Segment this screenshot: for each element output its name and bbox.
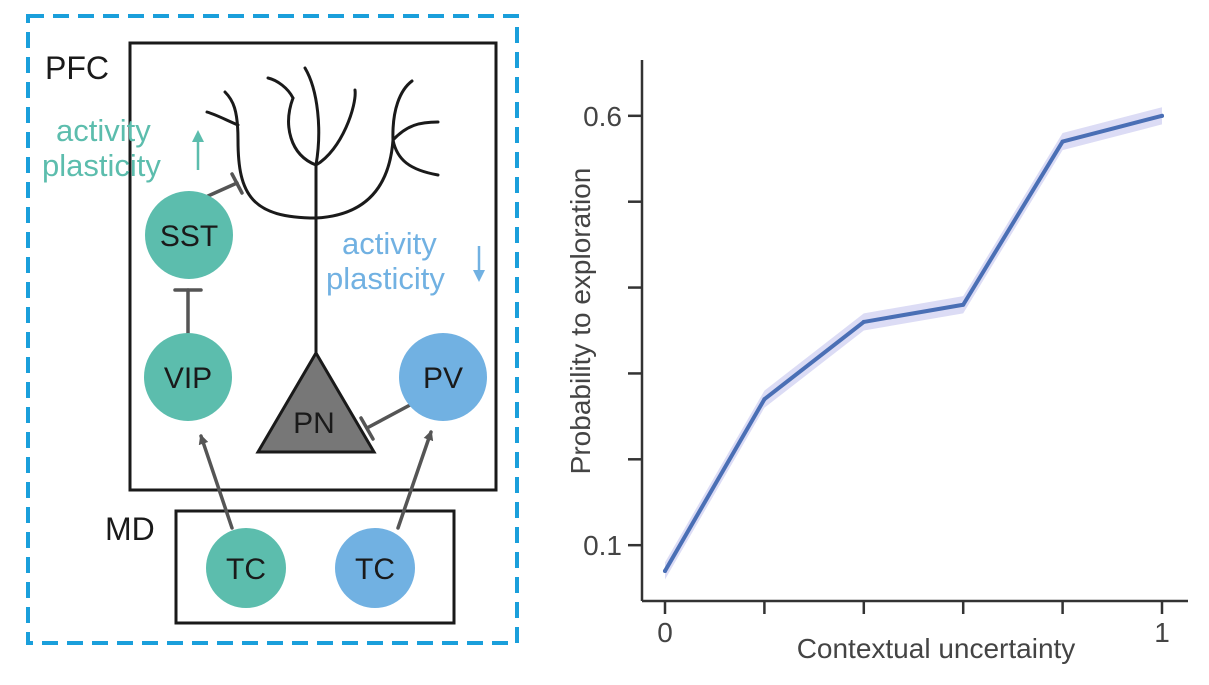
sst-label: SST xyxy=(160,220,218,253)
series-line xyxy=(663,113,1164,573)
md-label: MD xyxy=(105,511,155,547)
tc-left-to-vip-arrow xyxy=(198,434,234,530)
pv-to-pn-inhibition xyxy=(365,403,412,430)
exploration-line-chart: 0.1 0.6 0 1 Probability to exploration Cont… xyxy=(565,60,1188,664)
data-point xyxy=(961,302,966,307)
tc-right-label: TC xyxy=(355,553,395,586)
tc-right-cell xyxy=(335,528,415,608)
sst-up-arrow-icon xyxy=(192,130,204,170)
data-point xyxy=(1060,139,1065,144)
data-point xyxy=(762,397,767,402)
dashed-outer-frame xyxy=(26,14,519,645)
tc-left-label: TC xyxy=(226,553,266,586)
pfc-label: PFC xyxy=(45,50,109,86)
confidence-band xyxy=(665,107,1162,580)
y-axis-label: Probability to exploration xyxy=(565,168,596,475)
chart-marks: 0.1 0.6 0 1 xyxy=(583,101,1170,648)
pv-plasticity-text: plasticity xyxy=(326,261,445,296)
data-point xyxy=(861,319,866,324)
pfc-box xyxy=(128,41,498,492)
vip-label: VIP xyxy=(164,362,212,395)
tc-right-to-pv-arrow xyxy=(396,430,434,530)
pn-dendritic-tree xyxy=(205,66,440,358)
pn-triangle xyxy=(255,350,377,454)
y-tick-label: 0.1 xyxy=(583,530,622,561)
tc-left-cell xyxy=(206,528,286,608)
x-tick-label: 0 xyxy=(657,617,673,648)
pn-label: PN xyxy=(293,407,335,440)
sst-plasticity-text: plasticity xyxy=(42,148,161,183)
sst-cell xyxy=(145,191,233,279)
data-point xyxy=(663,568,667,573)
pv-to-pn-bar xyxy=(359,416,375,441)
pv-down-arrow-icon xyxy=(473,246,485,282)
vip-cell xyxy=(144,333,232,421)
pv-cell xyxy=(399,333,487,421)
connections xyxy=(173,172,434,530)
pv-label: PV xyxy=(423,362,463,395)
md-box xyxy=(174,509,456,625)
x-axis-label: Contextual uncertainty xyxy=(797,633,1076,664)
y-tick-label: 0.6 xyxy=(583,101,622,132)
x-tick-label: 1 xyxy=(1154,617,1170,648)
pv-activity-text: activity xyxy=(342,226,437,261)
sst-activity-text: activity xyxy=(56,113,151,148)
sst-to-dendrite-bar xyxy=(230,172,244,195)
circuit-diagram: PFC MD xyxy=(26,14,519,645)
sst-to-dendrite-inhibition xyxy=(206,181,239,198)
data-point xyxy=(1160,113,1164,118)
